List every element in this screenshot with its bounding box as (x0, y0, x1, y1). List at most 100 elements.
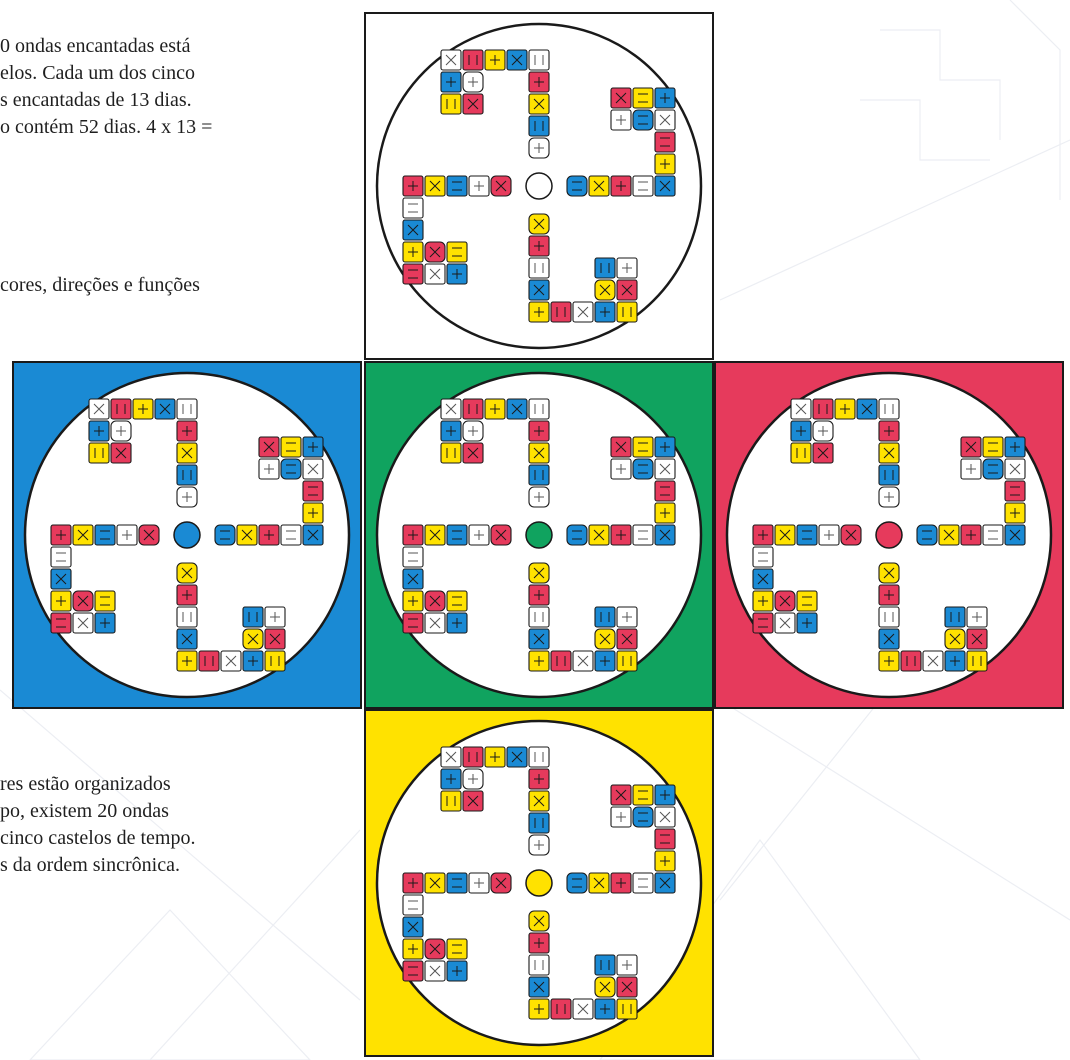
glyph-tile-icon (50, 612, 72, 634)
glyph-mark (883, 633, 895, 645)
glyph-mark (429, 943, 441, 955)
glyph-mark (122, 530, 132, 540)
glyph-tile-icon (1004, 480, 1026, 502)
glyph-mark (533, 98, 545, 110)
wave-arm (402, 524, 512, 634)
glyph-tile-icon (280, 436, 302, 458)
glyph-mark (159, 403, 171, 415)
glyph-mark (534, 1004, 544, 1014)
glyph-mark (577, 655, 589, 667)
glyph-mark (600, 263, 610, 273)
glyph-mark (534, 470, 544, 480)
glyph-mark (659, 180, 671, 192)
glyph-mark (308, 508, 318, 518)
wave-arm (566, 436, 676, 546)
glyph-mark (802, 618, 812, 628)
glyph-tile-icon (752, 546, 774, 568)
wave-swirl (402, 746, 676, 1020)
glyph-tile-icon (280, 524, 302, 546)
glyph-tile-icon (878, 606, 900, 628)
glyph-mark (408, 247, 418, 257)
glyph-mark (181, 567, 193, 579)
glyph-tile-icon (566, 524, 588, 546)
glyph-mark (55, 573, 67, 585)
glyph-mark (943, 529, 955, 541)
glyph-mark (884, 590, 894, 600)
glyph-mark (621, 284, 633, 296)
glyph-mark (534, 656, 544, 666)
glyph-mark (572, 181, 582, 191)
glyph-mark (660, 834, 670, 844)
glyph-tile-icon (528, 115, 550, 137)
glyph-tile-icon (462, 746, 484, 768)
glyph-mark (93, 403, 105, 415)
glyph-mark (660, 856, 670, 866)
castle-panel-white (364, 12, 714, 360)
glyph-mark (445, 403, 457, 415)
glyph-mark (452, 878, 462, 888)
castle-panel-green (364, 361, 714, 709)
glyph-tile-icon (632, 524, 654, 546)
glyph-tile-icon (550, 301, 572, 323)
glyph-mark (77, 529, 89, 541)
glyph-mark (659, 463, 671, 475)
glyph-mark (452, 944, 462, 954)
glyph-mark (622, 656, 632, 666)
glyph-mark (884, 492, 894, 502)
glyph-mark (972, 656, 982, 666)
glyph-mark (659, 529, 671, 541)
wave-swirl (402, 398, 676, 672)
glyph-mark (269, 633, 281, 645)
glyph-mark (966, 530, 976, 540)
glyph-mark (490, 404, 500, 414)
glyph-tile-icon (462, 398, 484, 420)
glyph-mark (182, 426, 192, 436)
glyph-mark (533, 915, 545, 927)
glyph-mark (758, 596, 768, 606)
glyph-mark (638, 181, 648, 191)
text-line: cores, direções e funções (0, 274, 200, 296)
glyph-tile-icon (198, 650, 220, 672)
wave-arm (402, 872, 512, 982)
glyph-tile-icon (594, 257, 616, 279)
glyph-mark (182, 470, 192, 480)
glyph-mark (468, 55, 478, 65)
glyph-tile-icon (446, 175, 468, 197)
glyph-mark (452, 618, 462, 628)
wave-arm (528, 910, 638, 1020)
castle-center-dot (173, 521, 201, 549)
glyph-mark (534, 121, 544, 131)
glyph-mark (429, 617, 441, 629)
glyph-mark (247, 633, 259, 645)
glyph-mark (446, 796, 456, 806)
glyph-mark (638, 812, 648, 822)
glyph-mark (408, 181, 418, 191)
glyph-mark (966, 464, 976, 474)
glyph-tile-icon (528, 398, 550, 420)
glyph-mark (660, 442, 670, 452)
glyph-mark (446, 426, 456, 436)
glyph-mark (965, 441, 977, 453)
glyph-mark (638, 442, 648, 452)
glyph-tile-icon (440, 442, 462, 464)
glyph-mark (659, 114, 671, 126)
glyph-mark (429, 180, 441, 192)
glyph-mark (429, 529, 441, 541)
glyph-mark (638, 115, 648, 125)
glyph-tile-icon (632, 806, 654, 828)
text-line: 0 ondas encantadas está (0, 35, 191, 57)
glyph-mark (511, 751, 523, 763)
glyph-mark (446, 77, 456, 87)
glyph-mark (534, 404, 544, 414)
glyph-mark (922, 530, 932, 540)
glyph-tile-icon (654, 480, 676, 502)
glyph-tile-icon (462, 49, 484, 71)
glyph-mark (796, 448, 806, 458)
glyph-mark (884, 612, 894, 622)
glyph-mark (307, 529, 319, 541)
glyph-mark (94, 448, 104, 458)
glyph-mark (600, 307, 610, 317)
glyph-mark (906, 656, 916, 666)
glyph-mark (182, 492, 192, 502)
glyph-mark (534, 774, 544, 784)
